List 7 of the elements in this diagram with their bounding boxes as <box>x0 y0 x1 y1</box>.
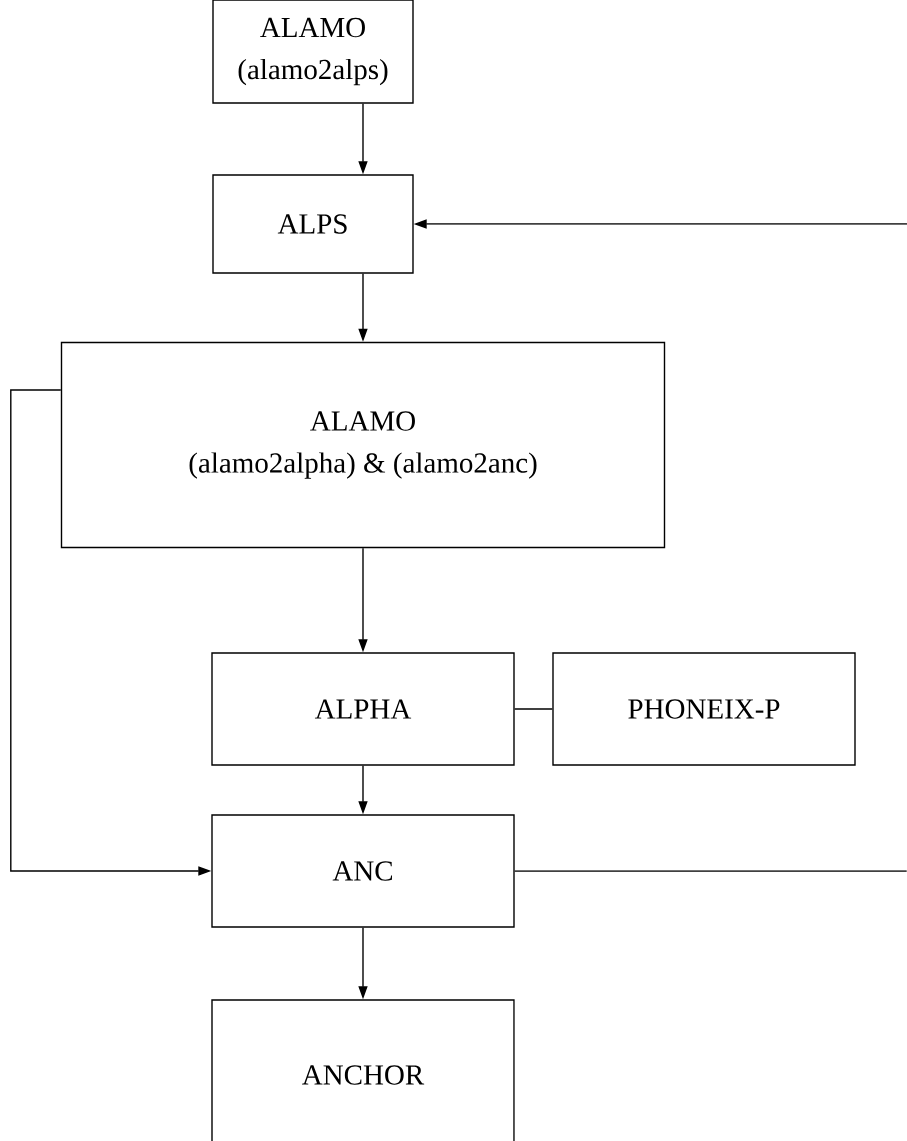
process-box: PHONEIX-P <box>552 652 856 766</box>
process-box: ALPS <box>212 174 414 274</box>
process-box: ALAMO (alamo2alps) <box>212 0 414 104</box>
process-box: ANC <box>211 814 515 928</box>
process-box: ALPHA <box>211 652 515 766</box>
process-box: ALAMO (alamo2alpha) & (alamo2anc) <box>60 341 666 549</box>
process-box: ANCHOR <box>211 999 515 1141</box>
